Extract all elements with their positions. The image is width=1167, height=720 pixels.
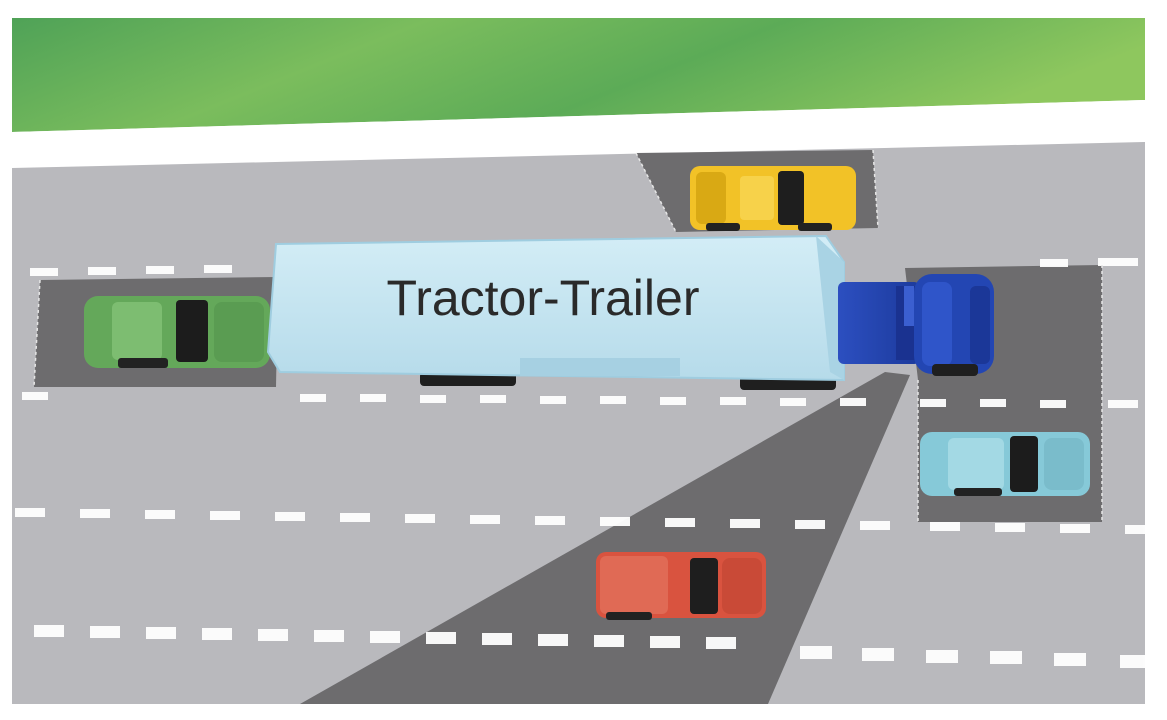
blind-spot-right-side (300, 372, 910, 704)
road-curb (12, 100, 1145, 168)
red-car (596, 552, 766, 620)
grass-area (12, 18, 1145, 132)
yellow-car (690, 166, 856, 231)
blind-spot-outlines (33, 149, 1103, 522)
lane-markings (15, 258, 1145, 668)
green-car (84, 296, 270, 368)
tractor-trailer (266, 234, 994, 390)
cyan-car (920, 432, 1090, 496)
truck-label: Tractor-Trailer (387, 270, 700, 326)
